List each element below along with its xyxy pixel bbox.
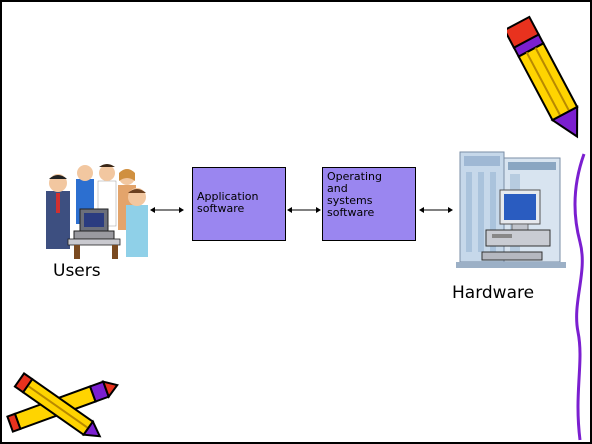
bidirectional-arrow-2 bbox=[287, 207, 321, 213]
bidirectional-arrow-1 bbox=[150, 207, 184, 213]
os-box-line: software bbox=[327, 206, 375, 219]
os-box-line: systems bbox=[327, 194, 373, 207]
computer-tower-icon bbox=[456, 151, 566, 268]
curly-line-decoration bbox=[573, 153, 586, 441]
application-box-line: Application bbox=[197, 190, 259, 203]
crossed-pencils-icon bbox=[6, 372, 119, 438]
os-box-line: and bbox=[327, 182, 348, 195]
bidirectional-arrow-3 bbox=[419, 207, 453, 213]
users-label: Users bbox=[53, 261, 101, 281]
application-software-box: Application software bbox=[192, 167, 286, 241]
people-clipart-icon bbox=[38, 159, 150, 259]
pencil-icon bbox=[507, 15, 579, 139]
application-box-line: software bbox=[197, 202, 245, 215]
hardware-label: Hardware bbox=[452, 283, 535, 303]
os-box-line: Operating bbox=[327, 170, 382, 183]
operating-systems-software-box: Operating and systems software bbox=[322, 167, 416, 241]
